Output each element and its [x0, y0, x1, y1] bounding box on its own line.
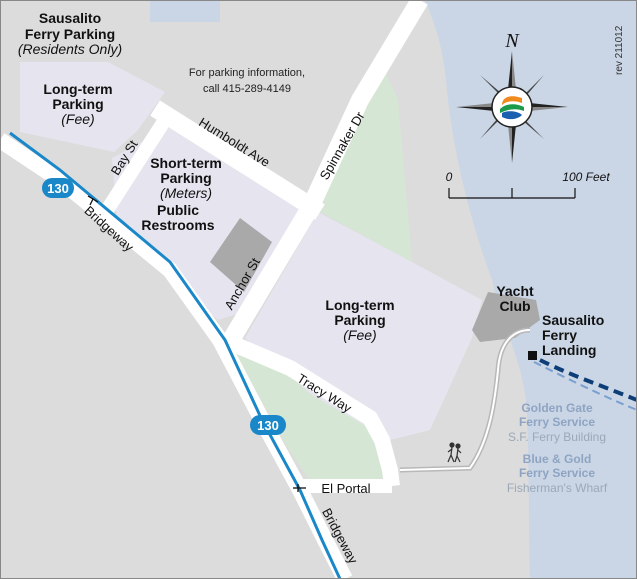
pedestrian-icon — [447, 442, 462, 463]
long-term-parking-northwest-label: Long-term Parking (Fee) — [43, 81, 112, 127]
lt-parking-nw-line1: Long-term — [43, 81, 112, 97]
restrooms-building — [210, 218, 272, 292]
golden-gate-ferry-route — [539, 358, 637, 402]
lt-parking-main-line1: Long-term — [325, 297, 394, 313]
park-spinnaker — [318, 60, 412, 262]
lt-parking-main-fee: (Fee) — [343, 327, 376, 343]
route-130-shield-icon: 130 — [42, 178, 74, 198]
lt-parking-nw-fee: (Fee) — [61, 111, 94, 127]
long-term-parking-main-label: Long-term Parking (Fee) — [325, 297, 394, 343]
road-tracy-way — [232, 337, 400, 487]
ferry-parking-residents-label: Sausalito Ferry Parking (Residents Only) — [18, 10, 122, 57]
golden-gate-line1: Golden Gate — [521, 401, 593, 415]
bay-water — [425, 0, 637, 579]
scale-zero-label: 0 — [446, 170, 453, 184]
parking-info-line1: For parking information, — [189, 67, 305, 79]
park-tracy — [235, 352, 388, 484]
road-bay-st — [96, 108, 176, 222]
scale-bar — [448, 188, 576, 199]
shield-upper-number: 130 — [47, 181, 69, 196]
shield-lower-bg — [250, 415, 286, 435]
ferry-parking-name: Sausalito — [39, 10, 101, 26]
landing-line2: Ferry — [542, 327, 577, 343]
street-label-el-portal: El Portal — [321, 481, 370, 496]
shield-upper-bg — [42, 178, 74, 198]
road-humboldt-ave — [150, 100, 325, 220]
landing-line1: Sausalito — [542, 312, 604, 328]
blue-gold-line1: Blue & Gold — [523, 452, 592, 466]
walking-path-center — [399, 329, 531, 471]
pedestrian-head-2 — [455, 443, 461, 449]
st-parking-meters: (Meters) — [160, 185, 212, 201]
ferry-logo-icon — [500, 96, 524, 120]
short-term-parking-label: Short-term Parking (Meters) — [150, 155, 222, 201]
yacht-club-line1: Yacht — [496, 283, 534, 299]
parking-info-label: For parking information, call 415-289-41… — [189, 67, 305, 95]
shield-lower-number: 130 — [257, 418, 279, 433]
parking-lot-northwest — [20, 62, 165, 152]
golden-gate-destination: S.F. Ferry Building — [508, 430, 606, 444]
water-top-fragment — [150, 0, 220, 22]
north-label: N — [504, 30, 520, 52]
ferry-landing-marker-icon — [528, 351, 537, 360]
road-bridgeway — [0, 133, 353, 579]
route-130-shield-icon: 130 — [250, 415, 286, 435]
ferry-parking-name-2: Ferry Parking — [25, 26, 115, 42]
restrooms-line2: Restrooms — [141, 217, 214, 233]
revision-label: rev 211012 — [614, 25, 625, 75]
restrooms-line1: Public — [157, 202, 199, 218]
blue-gold-destination: Fisherman's Wharf — [507, 481, 608, 495]
landing-line3: Landing — [542, 342, 596, 358]
parking-info-line2: call 415-289-4149 — [203, 83, 291, 95]
blue-gold-ferry-label: Blue & Gold Ferry Service Fisherman's Wh… — [507, 452, 608, 495]
st-parking-line2: Parking — [160, 170, 211, 186]
blue-gold-line2: Ferry Service — [519, 466, 595, 480]
yacht-club-line2: Club — [499, 298, 530, 314]
yacht-club-label: Yacht Club — [496, 283, 534, 314]
ferry-landing-label: Sausalito Ferry Landing — [542, 312, 604, 358]
roads — [0, 0, 428, 579]
route-130-line — [9, 131, 342, 579]
blue-gold-ferry-route — [533, 361, 637, 411]
road-anchor-st — [220, 203, 318, 350]
golden-gate-line2: Ferry Service — [519, 415, 595, 429]
lt-parking-main-line2: Parking — [334, 312, 385, 328]
bridgeway-tick-stem — [89, 198, 94, 206]
lt-parking-nw-line2: Parking — [52, 96, 103, 112]
ferry-parking-note: (Residents Only) — [18, 41, 122, 57]
public-restrooms-label: Public Restrooms — [141, 202, 214, 233]
golden-gate-ferry-label: Golden Gate Ferry Service S.F. Ferry Bui… — [508, 401, 606, 444]
pedestrian-head-1 — [449, 442, 455, 448]
road-spinnaker-dr — [301, 0, 428, 212]
st-parking-line1: Short-term — [150, 155, 222, 171]
scale-end-label: 100 Feet — [562, 170, 610, 184]
